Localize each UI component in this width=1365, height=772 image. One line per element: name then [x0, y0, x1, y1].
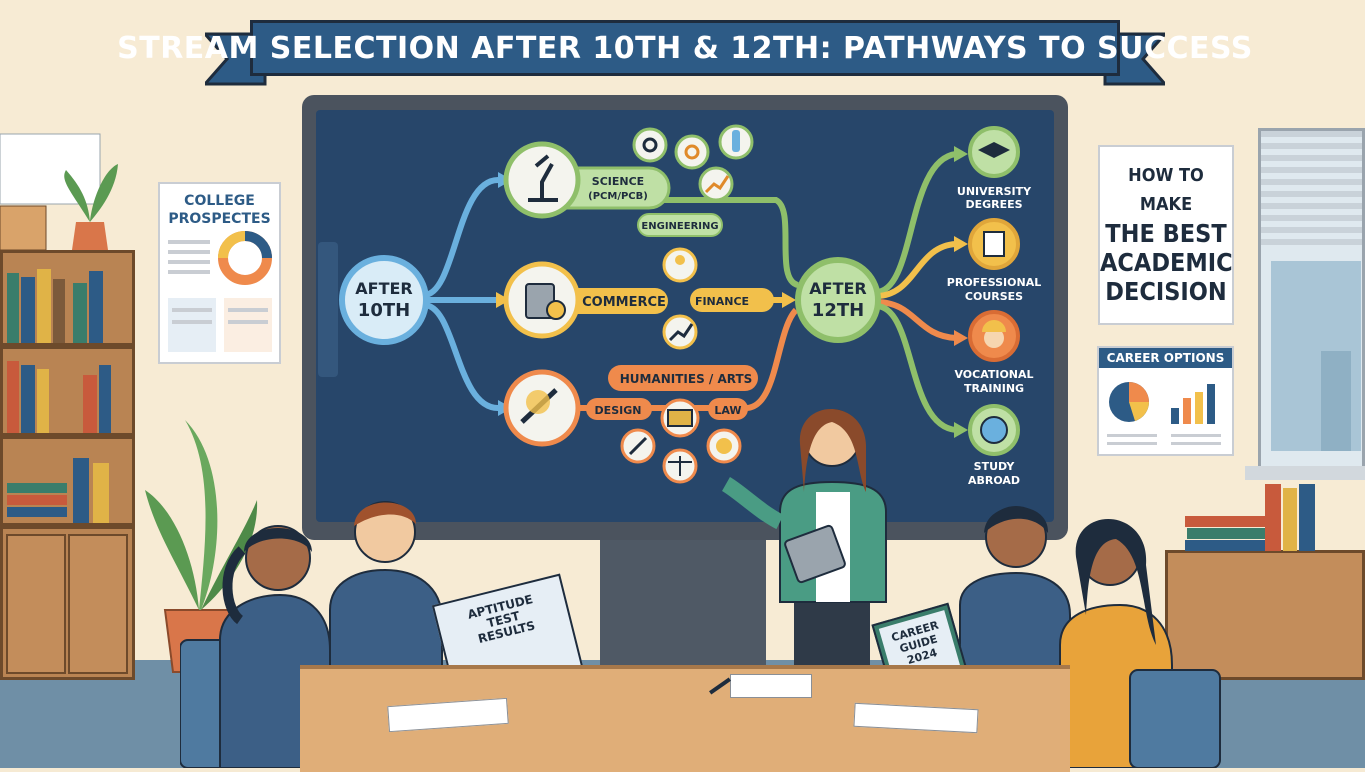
design-pill: [586, 398, 652, 420]
career-guide-title: CAREER GUIDE 2024: [879, 610, 957, 672]
worksheet-paper-center: [730, 674, 812, 698]
college-prospectus-poster: COLLEGE PROSPECTES: [158, 182, 281, 364]
law-pill: [708, 398, 748, 420]
after-12th-line2: 12TH: [812, 300, 864, 321]
career-poster-title: CAREER OPTIONS: [1099, 348, 1232, 368]
decision-poster-line1: HOW TO MAKE: [1128, 165, 1204, 215]
right-cabinet: [1165, 550, 1365, 680]
bookshelf-books: [3, 269, 132, 674]
outcome-3-line1: VOCATIONAL: [954, 368, 1033, 381]
finance-label: FINANCE: [695, 295, 749, 308]
outcome-4-line1: STUDY: [974, 460, 1016, 473]
science-sub-label: (PCM/PCB): [588, 191, 648, 202]
outcome-2-line1: PROFESSIONAL: [947, 276, 1041, 289]
engineering-label: ENGINEERING: [641, 221, 718, 232]
classroom-window: [1258, 128, 1365, 478]
board-toolbar: [318, 242, 338, 377]
page-title: STREAM SELECTION AFTER 10TH & 12TH: PATH…: [117, 30, 1253, 66]
academic-decision-poster: HOW TO MAKE THE BEST ACADEMIC DECISION: [1098, 145, 1234, 325]
decision-poster-line4: DECISION: [1105, 277, 1227, 306]
commerce-label: COMMERCE: [582, 295, 666, 310]
engineering-pill: [637, 213, 723, 237]
smart-board-stand: [600, 540, 766, 670]
career-options-poster: CAREER OPTIONS: [1097, 346, 1234, 456]
teacher: [721, 408, 887, 668]
college-poster-title-line2: PROSPECTES: [168, 211, 271, 227]
after-12th-line1: AFTER: [809, 279, 866, 298]
science-label: SCIENCE: [592, 175, 644, 188]
after-10th-node: [339, 255, 429, 345]
stacked-books-icon: [1185, 484, 1315, 551]
humanities-pill: [608, 365, 758, 391]
page-title-banner: STREAM SELECTION AFTER 10TH & 12TH: PATH…: [117, 20, 1252, 76]
bookshelf: [0, 250, 135, 680]
humanities-label: HUMANITIES / ARTS: [620, 372, 753, 386]
pathway-diagram: AFTER 10TH SCIENCE (PCM/PCB) ENGINEERING…: [318, 124, 1041, 487]
plant-icon: [0, 133, 118, 251]
gears-icon: [674, 134, 710, 170]
after-10th-line1: AFTER: [355, 279, 412, 298]
gear-icon: [632, 127, 668, 163]
career-poster-charts: [1107, 382, 1221, 445]
design-label: DESIGN: [595, 404, 642, 417]
law-label: LAW: [714, 404, 741, 417]
outcome-3-line2: TRAINING: [964, 382, 1024, 395]
after-12th-node: [795, 257, 881, 343]
window-sill: [1245, 466, 1365, 480]
decision-poster-title: HOW TO MAKE THE BEST ACADEMIC DECISION: [1100, 147, 1233, 306]
decision-poster-line3: ACADEMIC: [1100, 248, 1233, 277]
college-poster-title-line1: COLLEGE: [184, 193, 255, 209]
college-poster-title: COLLEGE PROSPECTES: [160, 184, 279, 228]
finance-pill: [690, 288, 774, 312]
decision-poster-line2: THE BEST: [1105, 219, 1227, 248]
outcome-1-line1: UNIVERSITY: [957, 185, 1032, 198]
college-poster-graphic: [168, 231, 272, 352]
after-10th-line2: 10TH: [358, 300, 410, 321]
outcome-2-line2: COURSES: [965, 290, 1023, 303]
outcome-1-line2: DEGREES: [965, 198, 1022, 211]
window-blinds: [1261, 131, 1362, 451]
outcome-4-line2: ABROAD: [968, 474, 1020, 487]
